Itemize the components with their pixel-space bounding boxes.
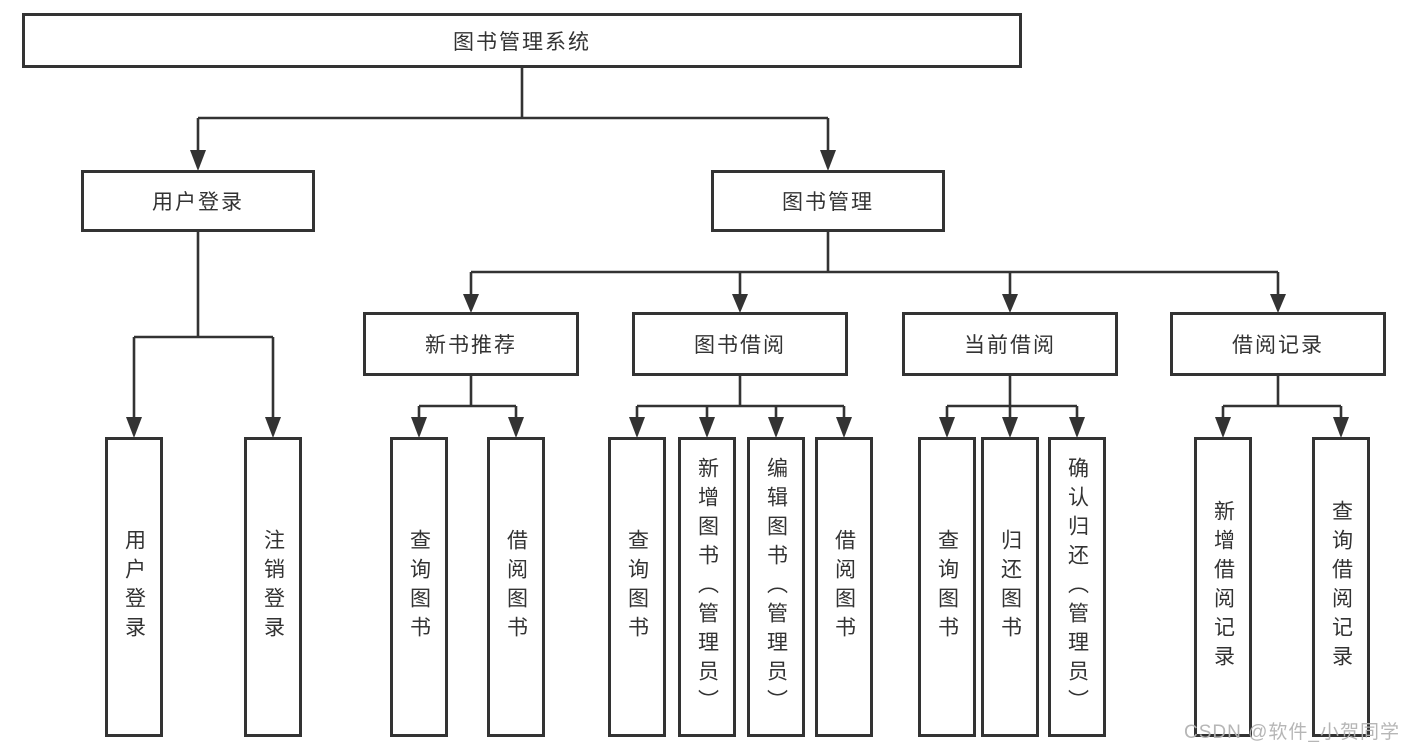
csdn-watermark: CSDN @软件_小贺同学 xyxy=(1184,722,1400,743)
connector-borrow-records-to-leaves xyxy=(1215,376,1349,438)
leaf-borrow-books: 借阅图书 xyxy=(815,437,873,737)
leaf-query-books-current: 查询图书 xyxy=(918,437,976,737)
node-current-borrow: 当前借阅 xyxy=(902,312,1118,376)
leaf-label: 查询图书 xyxy=(625,529,649,645)
leaf-label: 确认归还（管理员） xyxy=(1065,456,1089,718)
node-library-management-system: 图书管理系统 xyxy=(22,13,1022,68)
leaf-return-book: 归还图书 xyxy=(981,437,1039,737)
leaf-label: 用户登录 xyxy=(122,529,146,645)
connector-new-book-recommend-to-leaves xyxy=(411,376,524,438)
node-label: 图书管理系统 xyxy=(453,30,591,54)
leaf-label: 查询图书 xyxy=(935,529,959,645)
connector-root-to-level2 xyxy=(190,68,836,171)
connector-book-borrow-to-leaves xyxy=(629,376,852,438)
node-label: 当前借阅 xyxy=(964,334,1056,357)
leaf-label: 借阅图书 xyxy=(504,529,528,645)
leaf-query-books-borrow: 查询图书 xyxy=(608,437,666,737)
node-label: 用户登录 xyxy=(152,191,244,214)
node-label: 图书管理 xyxy=(782,191,874,214)
leaf-confirm-return-admin: 确认归还（管理员） xyxy=(1048,437,1106,737)
leaf-user-login: 用户登录 xyxy=(105,437,163,737)
leaf-add-borrow-record: 新增借阅记录 xyxy=(1194,437,1252,737)
leaf-query-books-recommend: 查询图书 xyxy=(390,437,448,737)
connector-user-login-to-leaves xyxy=(126,232,281,438)
connector-book-management-to-level3 xyxy=(463,232,1286,313)
connector-current-borrow-to-leaves xyxy=(939,376,1085,438)
node-user-login: 用户登录 xyxy=(81,170,315,232)
leaf-label: 借阅图书 xyxy=(832,529,856,645)
leaf-label: 归还图书 xyxy=(998,529,1022,645)
leaf-label: 新增图书（管理员） xyxy=(695,456,719,718)
node-label: 借阅记录 xyxy=(1232,334,1324,357)
leaf-label: 新增借阅记录 xyxy=(1211,500,1235,674)
leaf-label: 编辑图书（管理员） xyxy=(764,456,788,718)
leaf-query-borrow-record: 查询借阅记录 xyxy=(1312,437,1370,737)
node-label: 新书推荐 xyxy=(425,334,517,357)
leaf-label: 查询图书 xyxy=(407,529,431,645)
node-book-management: 图书管理 xyxy=(711,170,945,232)
node-label: 图书借阅 xyxy=(694,334,786,357)
node-new-book-recommend: 新书推荐 xyxy=(363,312,579,376)
leaf-borrow-books-recommend: 借阅图书 xyxy=(487,437,545,737)
node-borrow-records: 借阅记录 xyxy=(1170,312,1386,376)
leaf-label: 查询借阅记录 xyxy=(1329,500,1353,674)
leaf-logout: 注销登录 xyxy=(244,437,302,737)
node-book-borrow: 图书借阅 xyxy=(632,312,848,376)
leaf-label: 注销登录 xyxy=(261,529,285,645)
leaf-add-book-admin: 新增图书（管理员） xyxy=(678,437,736,737)
leaf-edit-book-admin: 编辑图书（管理员） xyxy=(747,437,805,737)
